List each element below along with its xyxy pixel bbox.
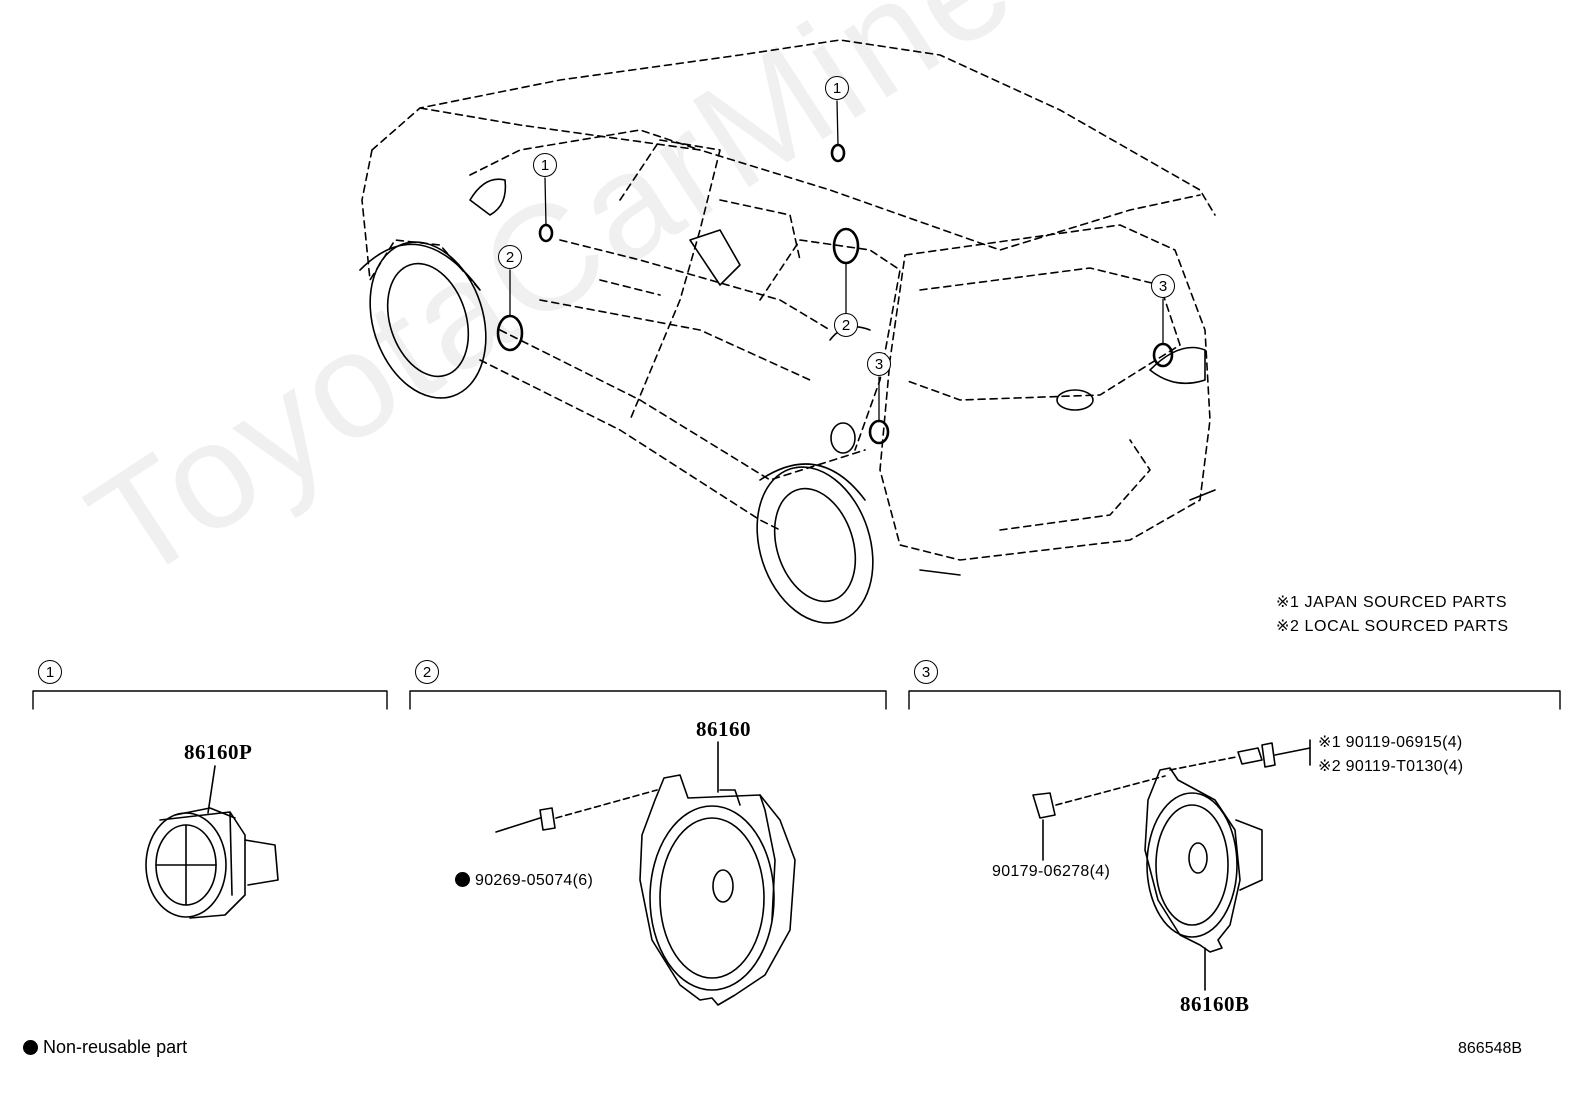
vehicle-body — [361, 39, 1216, 561]
callout-1-front: 1 — [533, 153, 557, 177]
callout-1-upper: 1 — [825, 76, 849, 100]
callout-2-front: 2 — [498, 245, 522, 269]
part-number-90269: 90269-05074(6) — [455, 872, 593, 890]
speaker-location-marks — [496, 143, 1174, 445]
speaker-86160 — [495, 741, 796, 1006]
speaker-86160B — [1032, 739, 1311, 991]
part-number-86160B: 86160B — [1180, 992, 1250, 1016]
legend-non-reusable: Non-reusable part — [23, 1037, 187, 1058]
non-reusable-bullet-icon — [455, 872, 470, 887]
part-number-90179: 90179-06278(4) — [992, 863, 1111, 880]
part-number-90269-text: 90269-05074(6) — [475, 872, 594, 889]
vehicle-details — [359, 178, 1216, 624]
group-3-number: 3 — [914, 660, 938, 684]
note-japan-sourced: ※1 JAPAN SOURCED PARTS — [1276, 594, 1508, 611]
callout-3-rear: 3 — [1151, 274, 1175, 298]
tweeter-86160P — [145, 765, 279, 919]
part-number-90119-japan: ※1 90119-06915(4) — [1318, 734, 1463, 751]
figure-id: 866548B — [1458, 1040, 1523, 1057]
part-number-86160P: 86160P — [184, 740, 253, 764]
group-2-number: 2 — [415, 660, 439, 684]
callout-3-side: 3 — [867, 352, 891, 376]
legend-non-reusable-text: Non-reusable part — [43, 1037, 188, 1057]
callout-leaders — [509, 100, 1164, 422]
part-number-90119-local: ※2 90119-T0130(4) — [1318, 758, 1464, 775]
non-reusable-legend-icon — [23, 1040, 38, 1055]
group-1-number: 1 — [38, 660, 62, 684]
group-brackets — [32, 690, 1561, 710]
part-number-86160: 86160 — [696, 717, 751, 741]
callout-2-rear: 2 — [834, 313, 858, 337]
note-local-sourced: ※2 LOCAL SOURCED PARTS — [1276, 618, 1509, 635]
